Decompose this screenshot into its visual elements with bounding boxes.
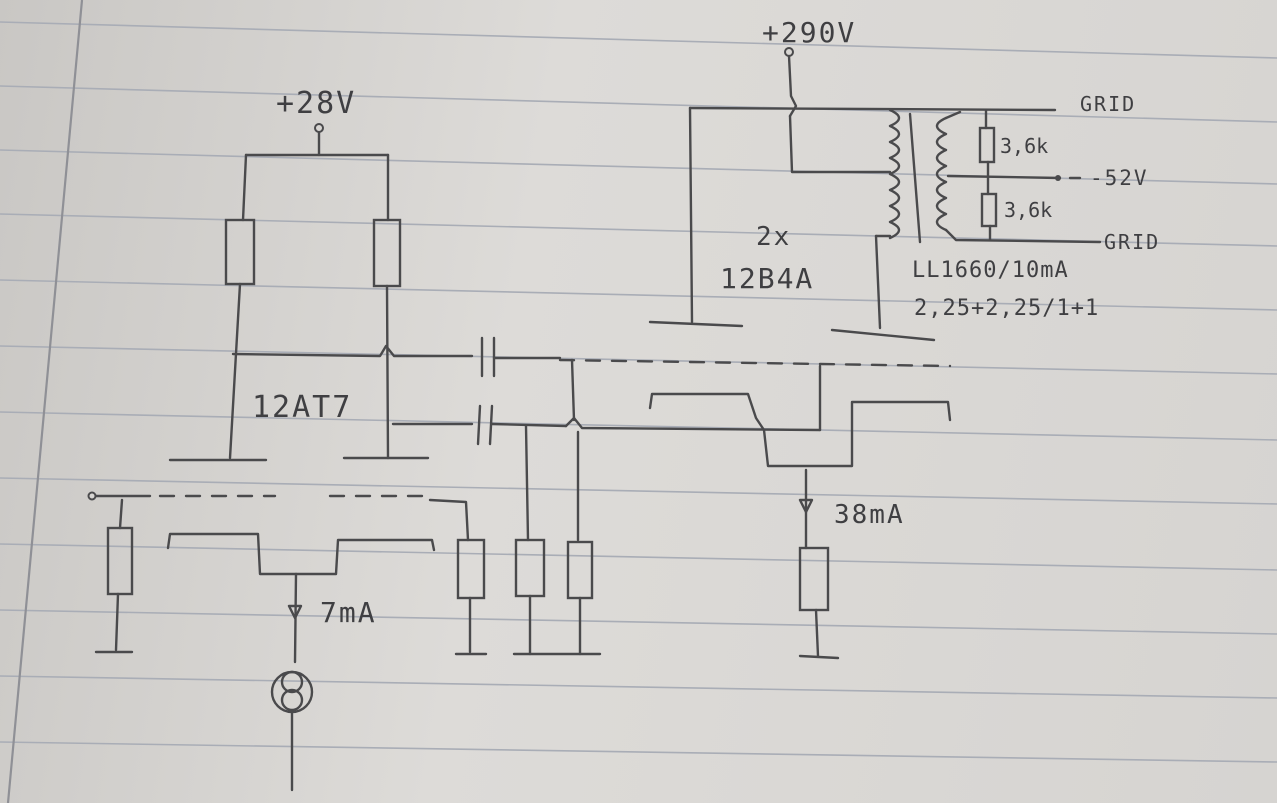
- label-resistor-upper: 3,6k: [1000, 134, 1049, 158]
- label-resistor-lower: 3,6k: [1004, 198, 1053, 222]
- coupling-capacitors: [476, 336, 952, 656]
- grid-resistor-right: [456, 538, 486, 600]
- input-terminal: [87, 491, 97, 501]
- ruled-lines: [0, 21, 1277, 763]
- margin-line: [6, 0, 84, 803]
- label-grid-top: GRID: [1080, 92, 1137, 116]
- label-supply-290v: +290V: [762, 16, 857, 49]
- output-stage: [648, 47, 1102, 660]
- cathode-resistor: [798, 546, 830, 612]
- plate-resistor-left: [224, 218, 256, 286]
- label-output-tube-count: 2x: [756, 222, 792, 252]
- supply-28v-terminal: [314, 123, 324, 133]
- grid-resistor-left: [106, 526, 134, 596]
- label-transformer-ratio: 2,25+2,25/1+1: [914, 296, 1100, 321]
- label-supply-28v: +28V: [276, 86, 357, 121]
- label-bias-voltage: -52V: [1090, 166, 1149, 190]
- supply-290v-terminal: [784, 47, 794, 57]
- label-transformer-model: LL1660/10mA: [912, 258, 1069, 283]
- label-driver-tube-type: 12AT7: [252, 390, 353, 425]
- label-grid-bottom: GRID: [1104, 230, 1161, 254]
- plate-resistor-right: [372, 218, 402, 288]
- label-output-tube-type: 12B4A: [720, 262, 815, 295]
- bias-resistor-upper: [978, 126, 996, 164]
- grid-leak-resistor-1: [514, 538, 546, 598]
- grid-leak-resistor-2: [566, 540, 594, 600]
- label-output-current: 38mA: [834, 500, 905, 530]
- driver-stage: [87, 123, 488, 792]
- bias-resistor-lower: [980, 192, 998, 228]
- label-driver-current: 7mA: [320, 596, 377, 629]
